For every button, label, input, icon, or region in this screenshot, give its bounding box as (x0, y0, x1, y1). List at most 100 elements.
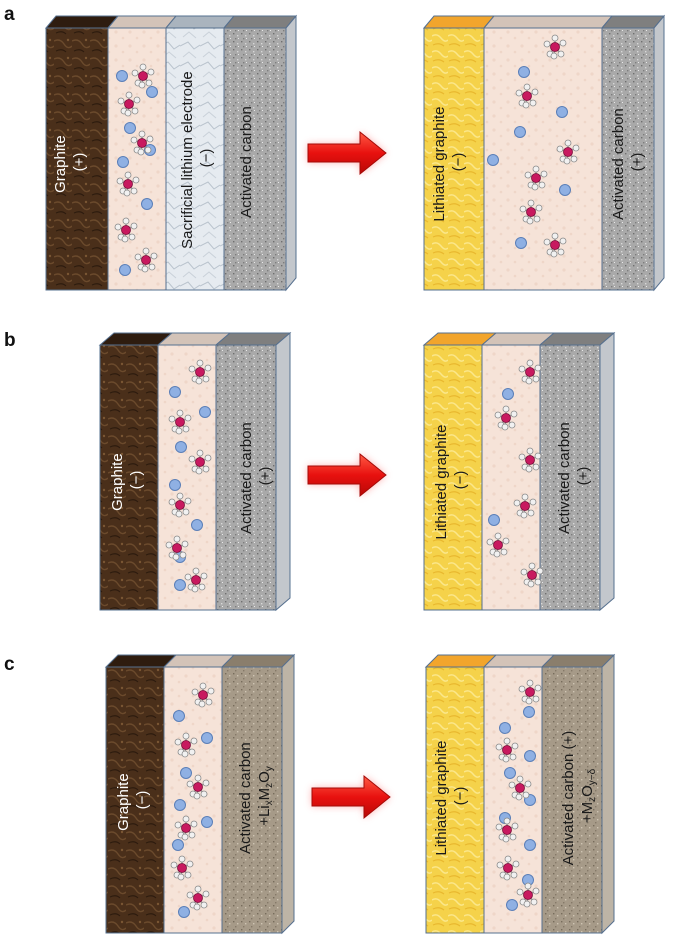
pf6-anion-icon (518, 679, 542, 705)
right-arrow-icon (311, 774, 391, 820)
panel-a-before-stack (44, 14, 298, 292)
panel-b-before-labels: Graphite (−) Activated carbon (+) (109, 418, 274, 534)
pf6-anion-icon (134, 247, 158, 273)
panel-c-after-stack (424, 653, 616, 935)
pf6-anion-icon (188, 359, 212, 385)
pf6-anion-icon (496, 855, 520, 881)
panel-label-c: c (4, 654, 15, 675)
lithiated-graphite-layer (423, 344, 483, 611)
pf6-anion-icon (114, 217, 138, 243)
graphite-layer (99, 344, 159, 611)
activated-carbon-oxide-label: Activated carbon +LixMzOy (237, 738, 275, 854)
panel-b-after-labels: Lithiated graphite (−) Activated carbon … (433, 418, 592, 539)
pf6-anion-icon (130, 130, 154, 156)
pf6-anion-icon (188, 449, 212, 475)
panel-a-after-stack (422, 14, 666, 292)
pf6-anion-icon (543, 232, 567, 258)
li-ion-icon (175, 441, 187, 453)
side-face (285, 14, 297, 292)
pf6-anion-icon (524, 165, 548, 191)
panel-c-before-labels: Graphite (−) Activated carbon +LixMzOy (115, 738, 275, 854)
li-ion-icon (191, 519, 203, 531)
graphite-label: Graphite (+) (52, 131, 88, 193)
li-ion-icon (487, 154, 499, 166)
right-arrow-icon (307, 130, 387, 176)
li-ion-icon (502, 388, 514, 400)
pf6-anion-icon (516, 882, 540, 908)
lithium-electrode-label: Sacrificial lithium electrode (−) (179, 67, 215, 249)
activated-carbon-oxide-layer (541, 666, 603, 934)
li-ion-icon (201, 732, 213, 744)
li-ion-icon (524, 839, 536, 851)
pf6-anion-icon (495, 817, 519, 843)
li-ion-icon (518, 66, 530, 78)
activated-carbon-label: Activated carbon (238, 106, 255, 218)
pf6-anion-icon (495, 737, 519, 763)
pf6-anion-icon (486, 532, 510, 558)
graphite-layer (45, 27, 109, 291)
activated-carbon-label: Activated carbon (+) (610, 104, 646, 220)
electrolyte-layer (163, 666, 223, 934)
panel-a-before-labels: Graphite (+) Sacrificial lithium electro… (52, 67, 255, 249)
panel-c-after-ions (495, 679, 542, 911)
pf6-anion-icon (519, 199, 543, 225)
activated-carbon-label: Activated carbon (+) (238, 418, 274, 534)
activated-carbon-top-face (222, 15, 298, 29)
pf6-anion-icon (186, 774, 210, 800)
pf6-anion-icon (168, 409, 192, 435)
li-ion-icon (172, 839, 184, 851)
li-ion-icon (504, 767, 516, 779)
electrolyte-top-face (482, 15, 614, 29)
panel-a-after-ions (487, 34, 580, 258)
li-ion-icon (559, 184, 571, 196)
pf6-anion-icon (168, 492, 192, 518)
li-ion-icon (124, 122, 136, 134)
side-face (599, 331, 615, 612)
graphite-top-face (44, 15, 120, 29)
li-ion-icon (174, 579, 186, 591)
pf6-anion-icon (170, 855, 194, 881)
lithiated-graphite-top-face (422, 15, 496, 29)
pf6-anion-icon (556, 139, 580, 165)
pf6-anion-icon (513, 493, 537, 519)
pf6-anion-icon (515, 83, 539, 109)
side-face (281, 653, 295, 935)
li-ion-icon (119, 264, 131, 276)
pf6-anion-icon (518, 447, 542, 473)
activated-carbon-oxide-label: Activated carbon (+) +MzOy−δ (560, 727, 598, 866)
pf6-anion-icon (186, 885, 210, 911)
li-ion-icon (499, 722, 511, 734)
side-face (653, 14, 665, 292)
panel-a-before-ions (114, 63, 158, 276)
activated-carbon-layer (539, 344, 601, 611)
electrolyte-layer (483, 27, 603, 291)
pf6-anion-icon (174, 815, 198, 841)
pf6-anion-icon (543, 34, 567, 60)
li-ion-icon (523, 706, 535, 718)
pf6-anion-icon (117, 91, 141, 117)
pf6-anion-icon (165, 535, 189, 561)
pf6-anion-icon (191, 682, 215, 708)
lithiated-graphite-label: Lithiated graphite (−) (433, 736, 469, 855)
pf6-anion-icon (174, 732, 198, 758)
panel-c-after-labels: Lithiated graphite (−) Activated carbon … (433, 727, 598, 866)
lithiated-graphite-label: Lithiated graphite (−) (433, 420, 469, 539)
electrolyte-layer (157, 344, 217, 611)
li-ion-icon (169, 386, 181, 398)
panel-label-a: a (4, 4, 15, 25)
li-ion-icon (524, 750, 536, 762)
li-ion-icon (515, 237, 527, 249)
electrolyte-top-face (106, 15, 178, 29)
li-ion-icon (146, 86, 158, 98)
pf6-anion-icon (520, 562, 544, 588)
graphite-label: Graphite (−) (109, 449, 145, 511)
activated-carbon-layer (215, 344, 277, 611)
activated-carbon-top-face (600, 15, 666, 29)
activated-carbon-label: Activated carbon (+) (556, 418, 592, 534)
graphite-layer (105, 666, 165, 934)
panel-b-before-stack (98, 331, 292, 612)
electrolyte-layer (107, 27, 167, 291)
li-ion-icon (488, 514, 500, 526)
lithium-electrode-top-face (164, 15, 236, 29)
